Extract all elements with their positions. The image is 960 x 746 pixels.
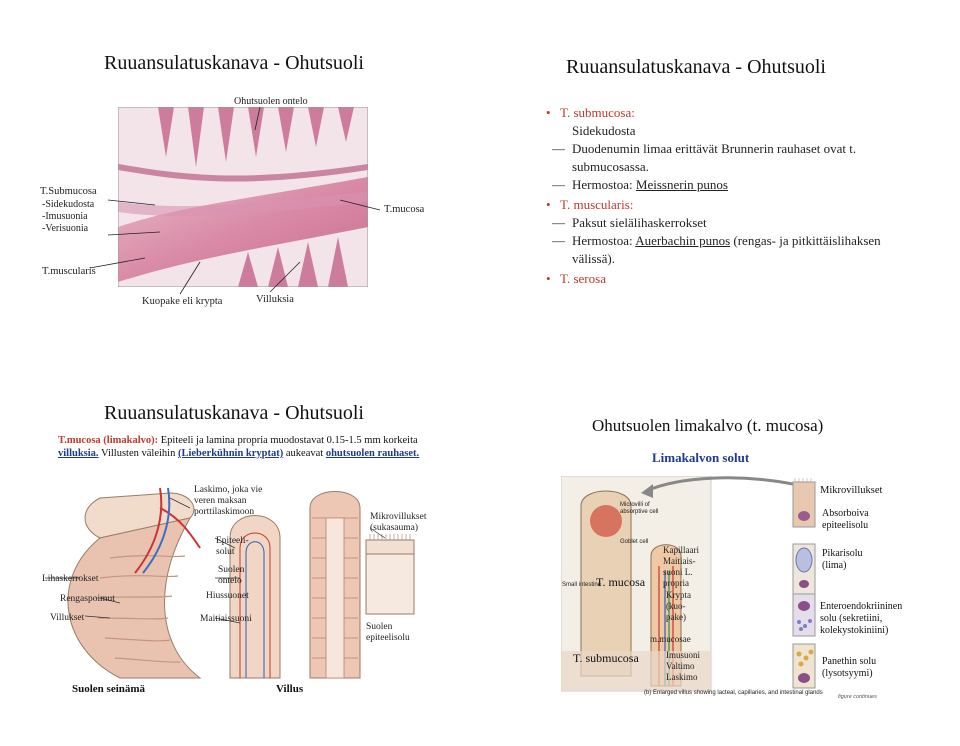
bullet-t-serosa: T. serosa: [546, 270, 926, 288]
bullet-sidekudosta: Sidekudosta: [572, 123, 636, 138]
label-sidekudosta: -Sidekudosta: [42, 199, 95, 210]
label-small-intestine: Small intestine: [562, 582, 602, 588]
label-microvilli-absorptive: Microvilli of absorptive cell: [620, 502, 659, 515]
label-kapillaari: Kapillaari Maitiais-suoni L. propria: [663, 545, 699, 588]
label-ohutsuolen-ontelo: Ohutsuolen ontelo: [234, 96, 308, 107]
slide4-title: Ohutsuolen limakalvo (t. mucosa): [592, 416, 824, 435]
label-rengaspoimut: Rengaspoimut: [60, 594, 115, 604]
label-mikrovillukset-sukasauma: Mikrovillukset (sukasauma): [370, 512, 427, 533]
slide2-bullet-list: T. submucosa: Sidekudosta Duodenumin lim…: [546, 104, 926, 288]
bullet-t-muscularis: T. muscularis:: [546, 196, 926, 214]
label-lihaskerrokset: Lihaskerrokset: [42, 574, 99, 584]
desc-aukeavat: aukeavat: [283, 448, 326, 459]
label-enteroendokriininen: Enteroendokriininen solu (sekretiini, ko…: [820, 601, 903, 636]
label-slide4-t-submucosa: T. submucosa: [573, 651, 639, 665]
villus-micrograph: [118, 107, 368, 287]
label-laskimo: Laskimo, joka vie veren maksan porttilas…: [194, 485, 263, 517]
label-kuopake: Kuopake eli krypta: [142, 296, 223, 307]
bullet-auerbachin: Hermostoa: Auerbachin punos (rengas- ja …: [552, 232, 926, 268]
desc-rauhaset: ohutsuolen rauhaset.: [325, 448, 420, 459]
label-suolen-epiteelisolu: Suolen epiteelisolu: [366, 622, 410, 643]
label-slide4-t-mucosa: T. mucosa: [596, 575, 646, 589]
label-m-mucosae: m.mucosae: [650, 634, 691, 644]
label-hiussuonet: Hiussuonet: [206, 591, 249, 601]
slide3-title: Ruuansulatuskanava - Ohutsuoli: [104, 402, 364, 424]
label-suolen-seinama: Suolen seinämä: [72, 683, 146, 695]
label-villukset: Villukset: [50, 613, 85, 623]
label-t-mucosa: T.mucosa: [384, 204, 425, 215]
desc-lieberkuhnin: (Lieberkühnin kryptat): [177, 448, 284, 459]
label-krypta: Krypta (kuo-pake): [666, 590, 691, 622]
label-villuksia: Villuksia: [256, 294, 294, 305]
bullet-paksut: Paksut sielälihaskerrokset: [552, 214, 926, 232]
label-verisuonia: -Verisuonia: [42, 223, 89, 234]
label-caption: (b) Enlarged villus showing lacteal, cap…: [644, 690, 823, 696]
label-imusuonia: -Imusuonia: [42, 211, 88, 222]
intestine-wall-diagram: [45, 487, 415, 679]
label-maitiaissuoni: Maitiaissuoni: [200, 614, 252, 624]
slide2-title: Ruuansulatuskanava - Ohutsuoli: [566, 56, 826, 78]
desc-villusten: Villusten väleihin: [98, 448, 178, 459]
desc-line1: Epiteeli ja lamina propria muodostavat 0…: [158, 435, 418, 446]
desc-t-mucosa: T.mucosa (limakalvo):: [58, 435, 159, 446]
label-t-muscularis: T.muscularis: [42, 266, 96, 277]
label-goblet-cell: Goblet cell: [620, 539, 649, 545]
label-slide4-mikrovillukset: Mikrovillukset: [820, 485, 883, 496]
slide1-pointer-lines: [89, 106, 381, 295]
slide1-title: Ruuansulatuskanava - Ohutsuoli: [104, 52, 364, 74]
desc-villuksia: villuksia.: [58, 448, 99, 459]
mucosa-cells-diagram: [561, 476, 816, 692]
label-imusuoni: Imusuoni Valtimo Laskimo: [666, 650, 701, 682]
label-suolen-ontelo: Suolen ontelo: [218, 565, 245, 586]
bullet-brunnerin: Duodenumin limaa erittävät Brunnerin rau…: [552, 140, 926, 176]
label-t-submucosa: T.Submucosa: [40, 186, 97, 197]
bullet-t-submucosa: T. submucosa:: [546, 104, 926, 122]
label-villus: Villus: [276, 683, 304, 695]
label-panethin: Panethin solu (lysotsyymi): [822, 656, 877, 679]
label-absorboiva: Absorboiva epiteelisolu: [822, 508, 869, 531]
label-figure-corner: figure continues: [838, 694, 877, 700]
slide4-subtitle: Limakalvon solut: [652, 450, 750, 465]
bullet-meissnerin: Hermostoa: Meissnerin punos: [552, 176, 926, 194]
label-pikarisolu: Pikarisolu (lima): [822, 548, 863, 571]
slide3-description: T.mucosa (limakalvo): Epiteeli ja lamina…: [58, 434, 478, 460]
label-epiteelisolut: Epiteeli-solut: [216, 536, 249, 557]
